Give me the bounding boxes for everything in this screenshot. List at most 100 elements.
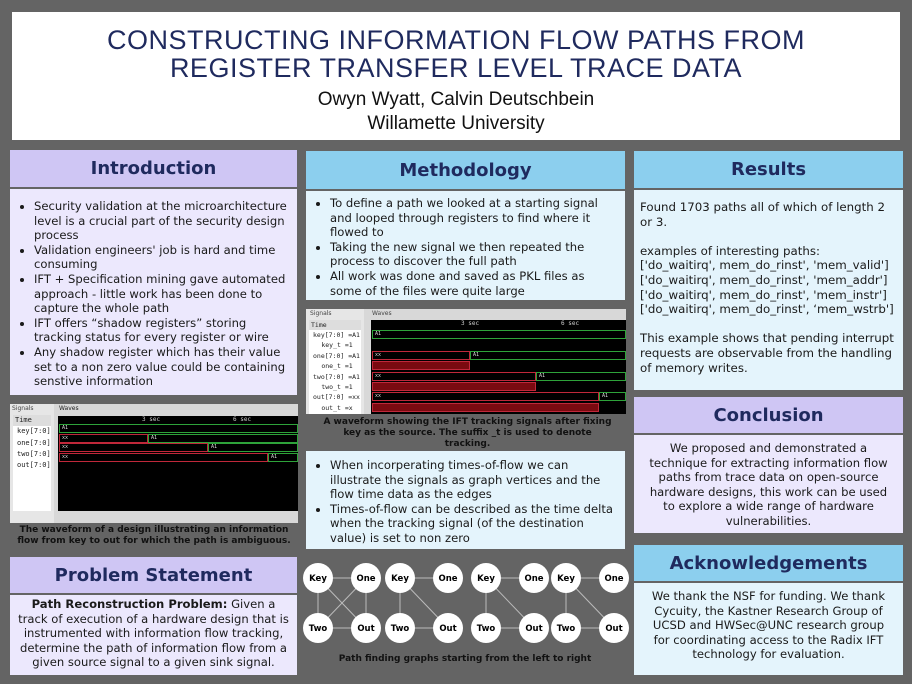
methodology-body: To define a path we looked at a starting…	[306, 191, 625, 300]
waves-label: Waves	[372, 310, 392, 317]
path-example: ['do_waitirq', mem_do_rinst', 'mem_valid…	[640, 258, 889, 273]
bullet-item: All work was done and saved as PKL files…	[330, 269, 619, 298]
trace-segment-unknown: xx	[372, 371, 536, 381]
graph-node-label: Two	[391, 624, 410, 634]
trace-segment-value: A1	[599, 392, 626, 402]
conclusion-body: We proposed and demonstrated a technique…	[634, 435, 903, 533]
trace-segment-value: A1	[148, 433, 298, 443]
tick-6sec: 6 sec	[233, 416, 252, 423]
trace-segment-unknown: xx	[372, 392, 599, 402]
graph-node	[303, 613, 333, 643]
graph-node-label: Key	[557, 574, 575, 584]
graph-node	[351, 563, 381, 593]
signal-name[interactable]: two[7:0] =A1	[313, 372, 360, 381]
signal-name[interactable]: one[7:0] =A1	[313, 351, 360, 360]
time-label: Time	[13, 415, 51, 427]
authors: Owyn Wyatt, Calvin Deutschbein	[317, 89, 595, 110]
introduction-body: Security validation at the microarchitec…	[10, 189, 297, 395]
signals-label: Signals	[310, 310, 332, 317]
graph-node-label: Two	[309, 624, 328, 634]
trace-segment-unknown: xx	[372, 350, 470, 360]
tracking-segment-zero	[372, 402, 599, 412]
waveform2-caption: A waveform showing the IFT tracking sign…	[323, 417, 612, 449]
signal-name[interactable]: out[7:0]	[17, 461, 51, 470]
graph-node-label: Key	[309, 574, 327, 584]
bullet-item: To define a path we looked at a starting…	[330, 196, 619, 240]
graph-node	[385, 613, 415, 643]
signal-name[interactable]: key[7:0]	[17, 427, 51, 436]
results-body: Found 1703 paths all of which of length …	[634, 190, 903, 390]
waveform1-caption: The waveform of a design illustrating an…	[17, 525, 291, 546]
graph-node	[471, 613, 501, 643]
graph-node	[599, 613, 629, 643]
graph-node-label: One	[604, 574, 623, 584]
graph-node-label: Two	[557, 624, 576, 634]
signal-name[interactable]: key[7:0] =A1	[313, 331, 360, 339]
graph-node-label: Key	[477, 574, 495, 584]
graphs-caption: Path finding graphs starting from the le…	[338, 654, 592, 664]
trace-segment-unknown: xx	[59, 452, 268, 462]
graph-node-label: Out	[357, 624, 374, 634]
results-summary: Found 1703 paths all of which of length …	[640, 200, 886, 229]
path-example: ['do_waitirq', mem_do_rinst', 'mem_instr…	[640, 287, 887, 302]
conclusion-heading: Conclusion	[634, 397, 903, 433]
trace-segment-value: A1	[536, 371, 626, 381]
results-conclusion: This example shows that pending interrup…	[640, 331, 894, 375]
graph-node	[433, 563, 463, 593]
trace-segment-value: A1	[470, 350, 626, 360]
signal-name[interactable]: two[7:0]	[17, 449, 51, 458]
tick-3sec: 3 sec	[142, 416, 161, 423]
signal-name[interactable]: one_t =1	[321, 362, 353, 371]
graph-node	[433, 613, 463, 643]
bullet-item: Security validation at the microarchitec…	[34, 199, 289, 243]
trace-segment-unknown: xx	[59, 433, 148, 443]
bullet-item: When incorperating times-of-flow we can …	[330, 458, 619, 502]
poster-title: CONSTRUCTING INFORMATION FLOW PATHS FROM…	[107, 25, 805, 83]
trace-segment-value: A1	[268, 452, 298, 462]
bullet-item: Validation engineers' job is hard and ti…	[34, 243, 289, 272]
signals-label: Signals	[12, 405, 34, 412]
problem-text: Given a track of execution of a hardware…	[18, 597, 289, 669]
graph-node	[303, 563, 333, 593]
trace-segment-unknown: xx	[59, 443, 208, 452]
signal-name[interactable]: one[7:0]	[17, 438, 51, 447]
path-example: ['do_waitirq', mem_do_rinst', 'mem_addr'…	[640, 272, 888, 287]
methodology-heading: Methodology	[306, 151, 625, 189]
time-label: Time	[309, 320, 361, 330]
acknowledgements-body: We thank the NSF for funding. We thank C…	[634, 583, 903, 675]
graph-node	[551, 563, 581, 593]
graph-node-label: Out	[439, 624, 456, 634]
bullet-item: Taking the new signal we then repeated t…	[330, 240, 619, 269]
problem-body: Path Reconstruction Problem: Given a tra…	[10, 595, 297, 675]
problem-heading: Problem Statement	[10, 557, 297, 593]
acknowledgements-heading: Acknowledgements	[634, 545, 903, 581]
signal-name[interactable]: two_t =1	[321, 382, 353, 391]
affiliation: Willamette University	[367, 113, 545, 134]
trace-segment-value: A1	[208, 443, 298, 452]
graph-node	[351, 613, 381, 643]
trace-segment-value: A1	[59, 424, 298, 433]
graph-node-label: Out	[605, 624, 622, 634]
graph-node	[519, 563, 549, 593]
results-heading: Results	[634, 151, 903, 188]
graph-node	[519, 613, 549, 643]
waves-label: Waves	[59, 405, 79, 412]
graph-node	[551, 613, 581, 643]
graph-node-label: Two	[477, 624, 496, 634]
tick-6sec: 6 sec	[561, 320, 580, 327]
signal-name[interactable]: out_t =x	[321, 403, 353, 412]
graph-node	[471, 563, 501, 593]
trace-segment-value: A1	[372, 330, 626, 339]
problem-label: Path Reconstruction Problem:	[31, 597, 228, 611]
bullet-item: IFT offers “shadow registers” storing tr…	[34, 316, 289, 345]
signal-name[interactable]: out[7:0] =xx	[313, 393, 360, 402]
graph-node-label: One	[524, 574, 543, 584]
graph-node-label: Key	[391, 574, 409, 584]
signal-name[interactable]: key_t =1	[321, 341, 353, 350]
graph-node-label: One	[438, 574, 457, 584]
graph-node-label: Out	[525, 624, 542, 634]
bullet-item: Any shadow register which has their valu…	[34, 345, 289, 389]
